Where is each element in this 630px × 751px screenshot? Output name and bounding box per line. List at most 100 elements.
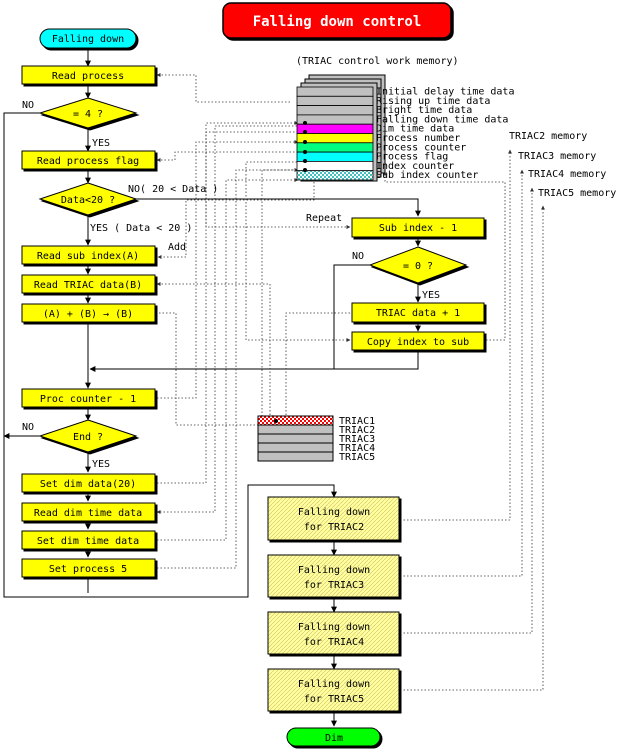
memory-rows — [296, 86, 374, 181]
memory-row-3 — [296, 105, 374, 116]
step-set-process5: Set process 5 — [21, 558, 156, 578]
subproc-triac4-line2: for TRIAC4 — [304, 637, 364, 648]
end-label: Dim — [325, 733, 343, 744]
label-yes-eq4: YES — [92, 138, 110, 149]
label-no-eq4: NO — [22, 100, 34, 111]
memory-row-10 — [296, 170, 374, 181]
memory-row-1 — [296, 86, 374, 97]
step-set-dim-time: Set dim time data — [21, 530, 156, 550]
label-no-end: NO — [22, 422, 34, 433]
title-banner: Falling down control — [222, 2, 452, 39]
memory-pointer-dots — [303, 121, 307, 172]
step-read-process: Read process — [21, 65, 156, 85]
step-sum-label: (A) + (B) → (B) — [43, 309, 133, 320]
triac-memory-labels: TRIAC2 memory TRIAC3 memory TRIAC4 memor… — [509, 131, 616, 199]
step-proc-counter: Proc counter - 1 — [21, 388, 156, 408]
step-read-process-flag-label: Read process flag — [37, 156, 139, 167]
step-read-triac-data-label: Read TRIAC data(B) — [34, 280, 142, 291]
decision-data-lt20-label: Data<20 ? — [61, 195, 115, 206]
memory-row-5 — [296, 123, 374, 134]
decision-data-lt20: Data<20 ? — [38, 182, 138, 216]
memory-label-8: Process flag — [376, 152, 448, 163]
start-terminal: Falling down — [39, 28, 137, 49]
subproc-triac3-line2: for TRIAC3 — [304, 580, 364, 591]
main-flow-lines — [3, 48, 421, 727]
step-sub-index: Sub index - 1 — [351, 217, 485, 238]
subproc-triac5: Falling down for TRIAC5 — [267, 668, 400, 712]
memory-row-2 — [296, 95, 374, 107]
triac-row-2 — [257, 424, 334, 435]
label-yes-end: YES — [92, 459, 110, 470]
step-sum: (A) + (B) → (B) — [21, 303, 156, 323]
triac-row-3 — [257, 433, 334, 444]
subproc-triac4-line1: Falling down — [298, 622, 370, 633]
subproc-triac3-line1: Falling down — [298, 565, 370, 576]
memory-row-9 — [296, 160, 374, 172]
memory-label-10: Sub index counter — [376, 170, 478, 181]
decision-eq0-label: = 0 ? — [403, 261, 433, 272]
triac-row-5 — [257, 451, 334, 462]
memory-row-7 — [296, 142, 374, 153]
decision-eq0: = 0 ? — [368, 246, 468, 284]
triac-memory-2: TRIAC2 memory — [509, 131, 587, 142]
triac-label-5: TRIAC5 — [339, 452, 375, 463]
subproc-triac2-line1: Falling down — [298, 507, 370, 518]
step-triac-data-label: TRIAC data + 1 — [376, 308, 460, 319]
subproc-triac2-line2: for TRIAC2 — [304, 522, 364, 533]
decision-eq4: = 4 ? — [38, 97, 138, 129]
end-terminal: Dim — [286, 727, 381, 747]
step-read-process-flag: Read process flag — [21, 150, 156, 170]
label-no-20: NO( 20 < Data ) — [128, 184, 218, 195]
decision-end: End ? — [38, 419, 138, 453]
memory-label-7: Process counter — [376, 142, 466, 153]
memory-label-4: Falling down time data — [376, 114, 508, 125]
triac-stack: TRIAC1 TRIAC2 TRIAC3 TRIAC4 TRIAC5 — [257, 415, 375, 463]
triac-memory-4: TRIAC4 memory — [528, 169, 606, 180]
data-access-lines — [156, 73, 545, 691]
triac-label-1: TRIAC1 — [339, 416, 375, 427]
memory-row-6 — [296, 133, 374, 144]
branch-labels: NO YES NO( 20 < Data ) YES ( Data < 20 )… — [22, 100, 440, 470]
triac-memory-3: TRIAC3 memory — [518, 151, 596, 162]
label-yes-data: YES ( Data < 20 ) — [90, 223, 192, 234]
step-copy-index: Copy index to sub — [351, 331, 485, 351]
memory-title: (TRIAC control work memory) — [296, 56, 459, 67]
step-read-triac-data: Read TRIAC data(B) — [21, 274, 156, 294]
step-proc-counter-label: Proc counter - 1 — [40, 394, 136, 405]
memory-row-4 — [296, 114, 374, 125]
triac-row-1 — [257, 415, 334, 426]
decision-end-label: End ? — [73, 432, 103, 443]
step-read-process-label: Read process — [52, 71, 124, 82]
step-read-dim-time: Read dim time data — [21, 502, 156, 522]
label-no-eq0: NO — [352, 251, 364, 262]
label-repeat: Repeat — [306, 213, 342, 224]
page-title: Falling down control — [253, 14, 422, 30]
step-copy-index-label: Copy index to sub — [367, 337, 469, 348]
memory-label-6: Process number — [376, 133, 460, 144]
triac-memory-5: TRIAC5 memory — [538, 188, 616, 199]
label-add: Add — [168, 242, 186, 253]
step-read-sub-index-label: Read sub index(A) — [37, 251, 139, 262]
memory-row-8 — [296, 151, 374, 162]
triac-label-4: TRIAC4 — [339, 443, 375, 454]
start-label: Falling down — [52, 34, 124, 45]
memory-label-1: Initial delay time data — [376, 87, 514, 98]
memory-label-9: Index counter — [376, 161, 454, 172]
triac-label-3: TRIAC3 — [339, 434, 375, 445]
decision-eq4-label: = 4 ? — [73, 109, 103, 120]
step-set-process5-label: Set process 5 — [49, 564, 127, 575]
subproc-triac5-line2: for TRIAC5 — [304, 694, 364, 705]
step-set-dim-data-label: Set dim data(20) — [40, 479, 136, 490]
step-read-sub-index: Read sub index(A) — [21, 245, 156, 265]
subproc-triac2: Falling down for TRIAC2 — [267, 496, 400, 541]
work-memory: (TRIAC control work memory) Initial dela… — [296, 56, 514, 182]
label-yes-eq0: YES — [422, 290, 440, 301]
memory-label-3: Bright time data — [376, 105, 472, 116]
step-triac-data: TRIAC data + 1 — [351, 302, 485, 323]
subproc-triac4: Falling down for TRIAC4 — [267, 611, 400, 655]
step-set-dim-time-label: Set dim time data — [37, 536, 139, 547]
triac-row-4 — [257, 442, 334, 453]
triac-label-2: TRIAC2 — [339, 425, 375, 436]
